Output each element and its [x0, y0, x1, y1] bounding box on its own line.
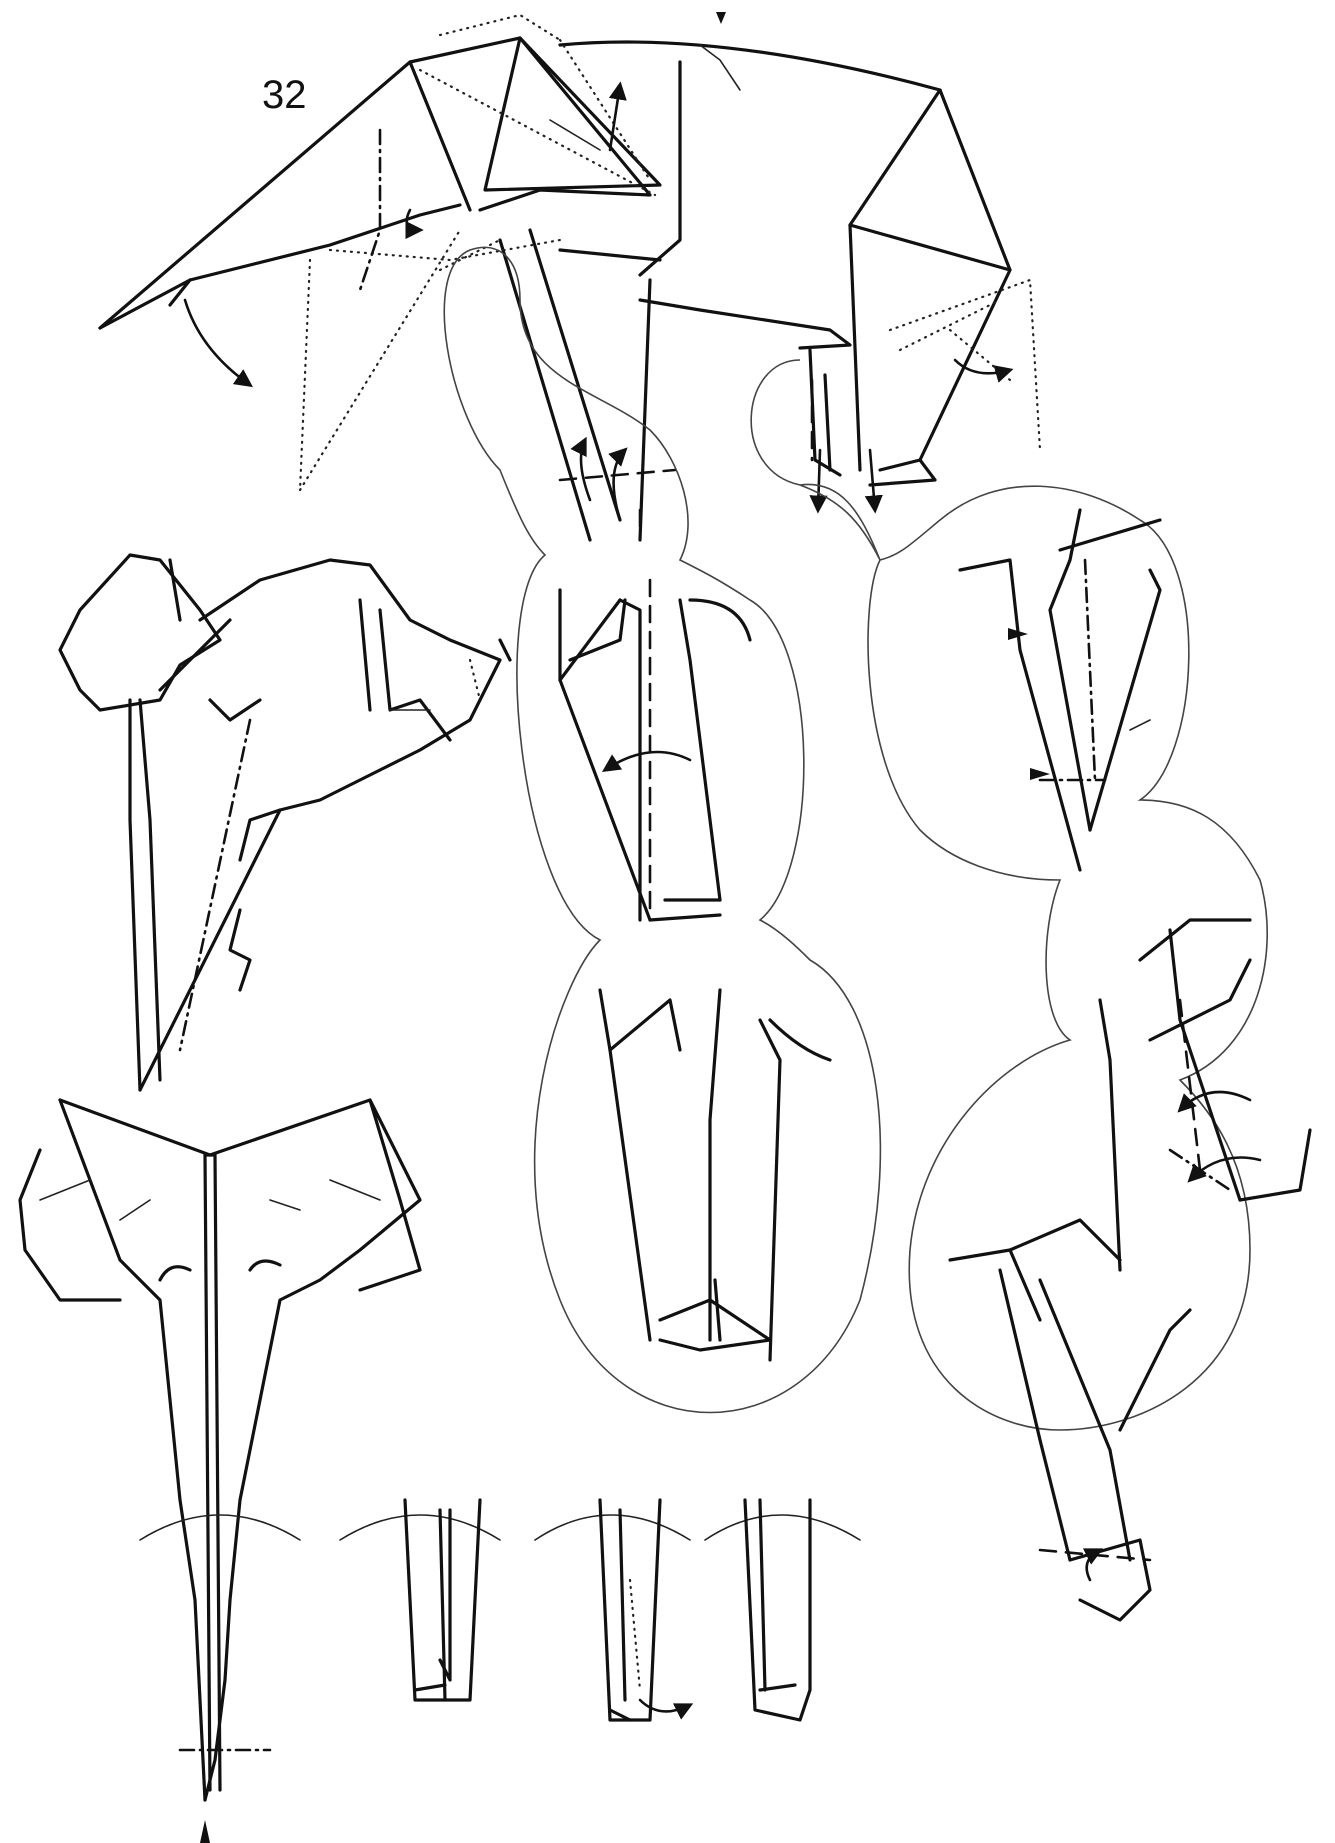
trunk-tip-detail-3: [705, 1500, 860, 1720]
back-leg-detail-3: [950, 1220, 1190, 1620]
front-leg-detail-1: [560, 580, 750, 920]
trunk-tip-detail-1: [340, 1500, 500, 1700]
step-number: 32: [262, 73, 307, 117]
head-side-view: [60, 555, 510, 1090]
head-front-view: [20, 1100, 420, 1843]
trunk-tip-detail-2: [535, 1500, 690, 1720]
back-leg-detail-2: [1100, 920, 1310, 1270]
front-leg-detail-2: [600, 990, 830, 1360]
back-leg-detail-1: [960, 510, 1160, 870]
elephant-side-view: [100, 12, 1040, 540]
detail-bubble-back-leg: [751, 360, 1267, 1430]
detail-bubble-front-leg: [444, 247, 880, 1412]
